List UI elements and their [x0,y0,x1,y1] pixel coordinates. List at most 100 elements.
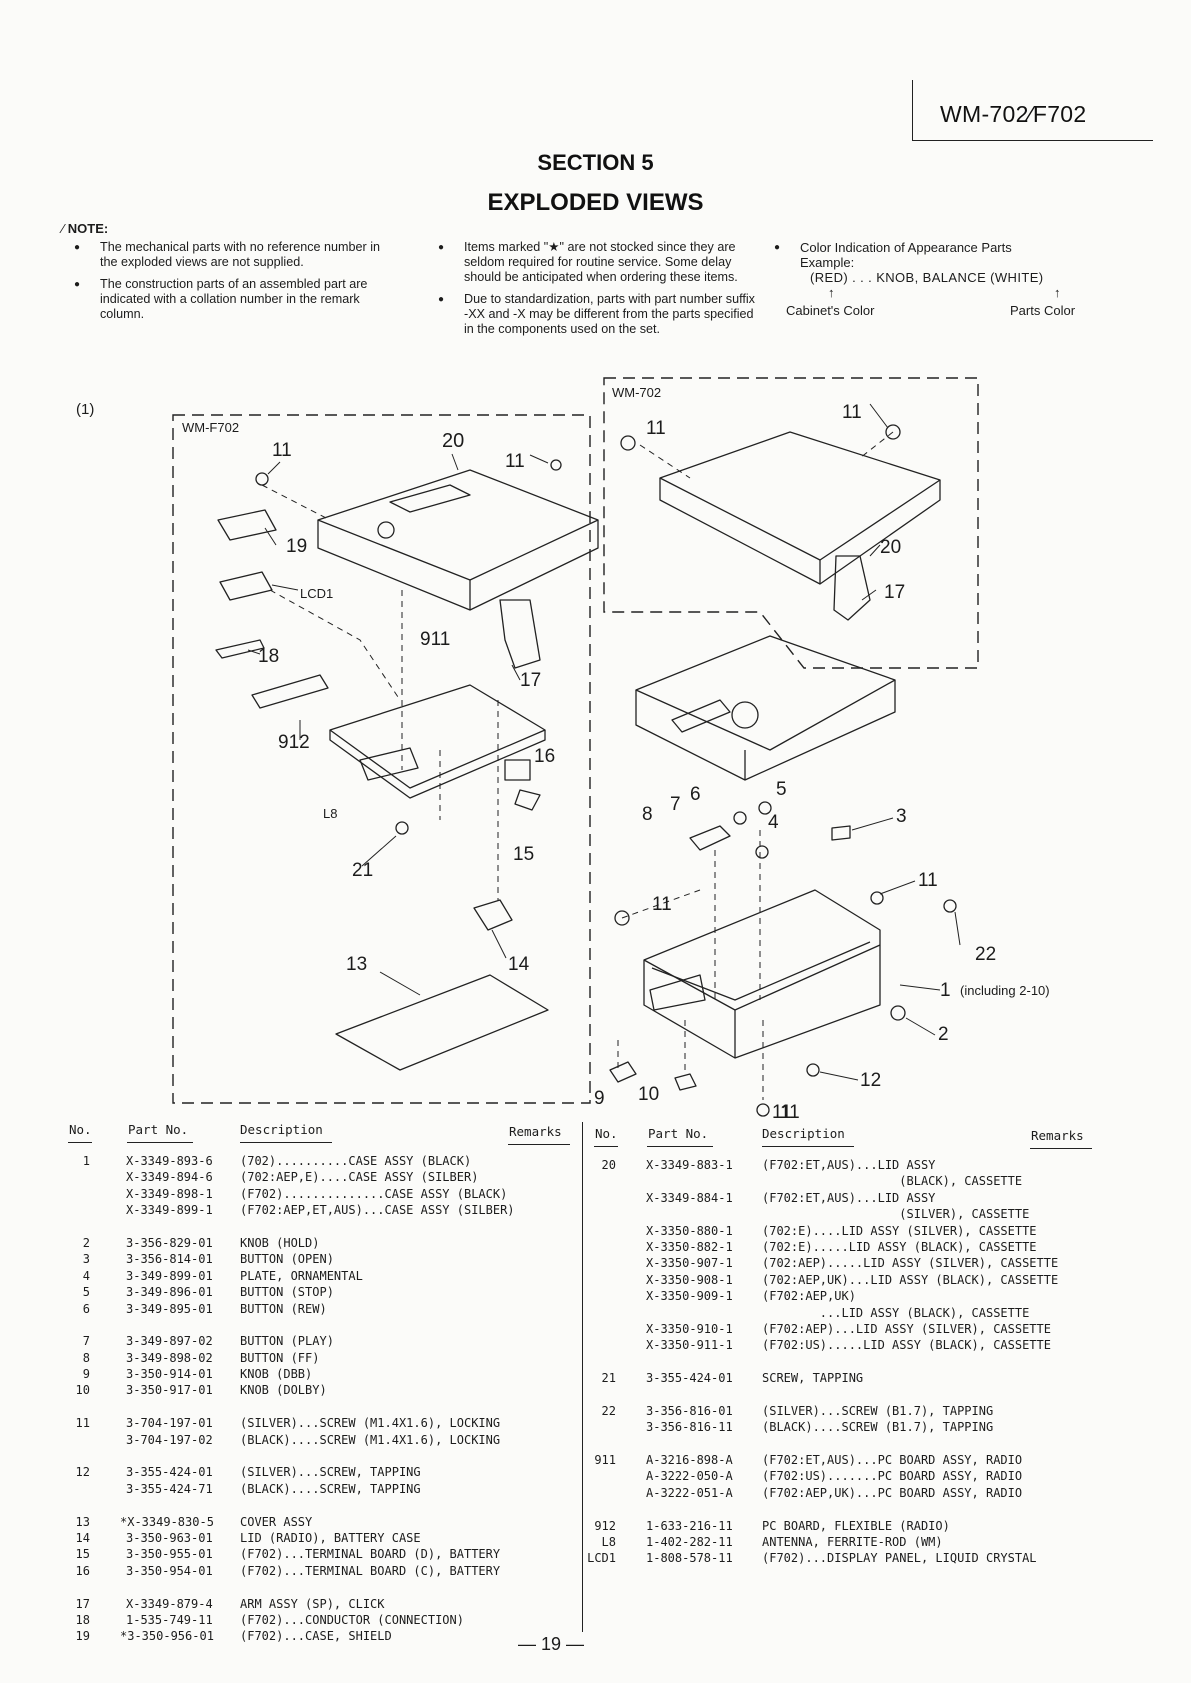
header-rule [594,1146,618,1148]
button-play-7 [733,811,747,825]
wm-702-boundary [603,377,979,669]
table-row: X-3349-899-1(F702:AEP,ET,AUS)...CASE ASS… [126,1203,515,1218]
screw-21 [395,821,409,835]
table-row [584,1354,1104,1370]
callout: LCD1 [300,586,333,601]
callout: 20 [442,430,464,452]
callout: 7 [670,794,681,815]
callout: 16 [534,746,555,767]
table-row [58,1399,578,1415]
col-header-remarks: Remarks [509,1124,562,1139]
note-item: Items marked "★" are not stocked since t… [438,240,756,285]
model-number: WM-702⁄F702 [940,101,1087,127]
button-stop-5 [758,801,772,815]
header-rule [240,1142,332,1144]
cover-assy-13 [335,974,549,1071]
note-heading: ⁄ NOTE: [62,221,108,236]
callout: 6 [690,784,701,805]
header-rule [508,1144,570,1146]
callout: 4 [768,812,779,833]
button-ff-8 [689,825,731,851]
callout: 11 [772,1102,792,1123]
table-row [584,1386,1104,1402]
flex-board-912 [251,674,329,709]
callout: 11 [918,870,938,891]
col-header-part: Part No. [128,1122,189,1137]
table-row: X-3350-908-1(702:AEP,UK)...LID ASSY (BLA… [646,1272,1059,1287]
callout: 18 [258,646,279,667]
callout: 5 [776,779,787,800]
diagram-index: (1) [76,401,94,418]
note-item: The construction parts of an assembled p… [74,277,392,322]
screw-11 [870,891,884,905]
column-divider [582,1122,584,1632]
cabinet-color-label: Cabinet's Color [786,303,875,318]
callout: 17 [520,670,541,691]
callout: 911 [420,629,450,650]
knob-dbb-9 [609,1061,637,1083]
table-row [58,1317,578,1333]
callout: 12 [860,1070,881,1091]
pc-board-911 [329,684,546,789]
callout: 1 [940,980,951,1001]
table-row: ...LID ASSY (BLACK), CASSETTE [762,1305,1030,1320]
callout: L8 [323,806,337,821]
knob-dolby-10 [674,1073,697,1091]
arm-assy-17-left [499,599,541,669]
model-box [912,80,1153,141]
arrow-up-icon: ↑ [828,285,835,300]
callout: 11 [505,451,525,472]
box-label-wm-702: WM-702 [612,385,661,400]
header-rule [1030,1148,1092,1150]
callout: 2 [938,1024,949,1045]
callout: 8 [642,804,653,825]
screw-11 [255,472,269,486]
table-row: 19*3-350-956-01(F702)...CASE, SHIELD [75,1629,392,1644]
antenna-l8 [359,747,419,781]
table-row: (BLACK), CASSETTE [762,1174,1023,1189]
callout: 9 [594,1088,605,1109]
plate-4 [755,845,769,859]
color-example-label: Example: [800,255,855,270]
note-item: Due to standardization, parts with part … [438,292,756,337]
table-row: X-3350-880-1(702:E)....LID ASSY (SILVER)… [646,1223,1037,1238]
page-number: — 19 — [518,1634,585,1654]
col-header-desc: Description [762,1126,845,1141]
table-row: 3-355-424-71(BLACK)....SCREW, TAPPING [126,1481,421,1496]
col-header-remarks: Remarks [1031,1128,1084,1143]
table-row: X-3350-909-1(F702:AEP,UK) [646,1289,856,1304]
header-rule [762,1146,854,1148]
screw-11 [614,910,630,926]
notes-col-1: The mechanical parts with no reference n… [74,240,392,329]
table-row: A-3222-050-A(F702:US).......PC BOARD ASS… [646,1469,1023,1484]
screw-11 [550,459,562,471]
screw-11 [885,424,901,440]
case-assy-1 [643,889,881,1059]
shield-case-19 [217,509,277,541]
note-heading-text: NOTE: [67,221,109,236]
callout: 912 [278,732,310,753]
callout: 10 [638,1084,659,1105]
screw-12 [806,1063,820,1077]
table-row [58,1497,578,1513]
table-row: X-3349-894-6(702:AEP,E)....CASE ASSY (SI… [126,1170,479,1185]
table-row: X-3350-907-1(702:AEP).....LID ASSY (SILV… [646,1256,1059,1271]
col-header-part: Part No. [648,1126,709,1141]
callout: 15 [513,844,534,865]
